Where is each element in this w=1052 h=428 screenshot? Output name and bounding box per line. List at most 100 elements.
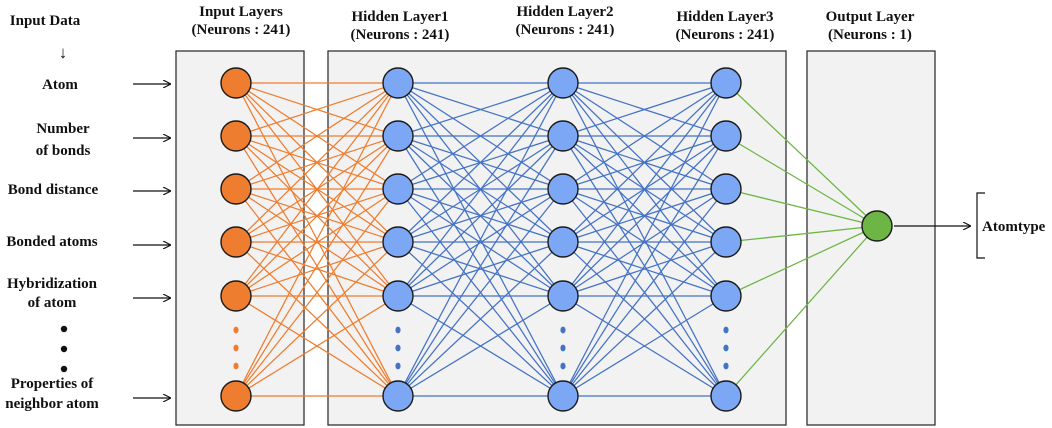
connection-line xyxy=(235,82,399,243)
down-arrow-icon: ↓ xyxy=(59,43,68,62)
output-connection-line xyxy=(725,225,878,243)
input-neuron xyxy=(220,173,252,205)
hidden-neuron xyxy=(547,380,579,412)
connection-line xyxy=(235,135,399,297)
connection-line xyxy=(562,241,727,397)
hidden-neuron xyxy=(382,67,414,99)
output-neuron xyxy=(861,210,893,242)
hidden-neuron xyxy=(382,226,414,258)
hidden-neuron xyxy=(382,380,414,412)
ellipsis-dot xyxy=(60,365,68,373)
ellipsis-dot xyxy=(60,345,68,353)
output-connection-line xyxy=(725,82,878,227)
connection-line xyxy=(235,241,399,297)
connection-line xyxy=(562,241,727,297)
layer-ellipsis-dot xyxy=(723,362,729,370)
input-neuron xyxy=(220,120,252,152)
layer-ellipsis-dot xyxy=(395,326,401,334)
layer-title-input: Input Layers xyxy=(199,4,283,20)
layer-neurons-hidden2: (Neurons : 241) xyxy=(516,22,615,38)
connection-line xyxy=(397,135,564,397)
connection-line xyxy=(562,188,727,397)
connection-line xyxy=(397,295,564,397)
layer-ellipsis-dot xyxy=(233,362,239,370)
connection-line xyxy=(235,188,399,397)
hidden-neuron xyxy=(710,173,742,205)
input-label-bond-distance: Bond distance xyxy=(8,182,99,198)
hidden-neuron xyxy=(382,280,414,312)
connection-line xyxy=(235,295,399,397)
layer-ellipsis-dot xyxy=(723,344,729,352)
layer-title-hidden2: Hidden Layer2 xyxy=(516,4,613,20)
input-neuron xyxy=(220,226,252,258)
hidden-neuron xyxy=(547,280,579,312)
connection-line xyxy=(562,135,727,297)
connection-line xyxy=(562,188,727,297)
layer-ellipsis-dot xyxy=(233,344,239,352)
input-label-bonds-line1: Number xyxy=(36,121,90,137)
layer-neurons-hidden1: (Neurons : 241) xyxy=(351,27,450,43)
layer-ellipsis-dot xyxy=(560,326,566,334)
layer-ellipsis-dot xyxy=(560,362,566,370)
input-data-label: Input Data xyxy=(10,13,81,29)
ellipsis-dot xyxy=(60,325,68,333)
hidden-neuron xyxy=(382,120,414,152)
connection-line xyxy=(235,82,399,297)
connection-line xyxy=(397,188,564,397)
connection-line xyxy=(235,188,399,297)
hidden-neuron xyxy=(382,173,414,205)
hidden-neuron xyxy=(547,173,579,205)
layer-ellipsis-dot xyxy=(395,344,401,352)
hidden-neuron xyxy=(710,280,742,312)
connection-line xyxy=(562,82,727,243)
hidden-neuron xyxy=(710,226,742,258)
connection-line xyxy=(235,82,399,137)
hidden-neuron xyxy=(710,67,742,99)
output-bracket xyxy=(976,192,985,259)
output-connection-line xyxy=(725,135,878,227)
hidden-neuron xyxy=(547,67,579,99)
output-connection-line xyxy=(725,225,878,397)
hidden-neuron xyxy=(547,120,579,152)
layer-title-output: Output Layer xyxy=(826,9,915,25)
connection-line xyxy=(397,188,564,297)
connection-line xyxy=(562,135,727,397)
output-connection-line xyxy=(725,188,878,227)
layer-ellipsis-dot xyxy=(395,362,401,370)
layer-title-hidden1: Hidden Layer1 xyxy=(351,9,448,25)
input-label-neighbor-line1: Properties of xyxy=(11,376,95,392)
hidden-neuron xyxy=(710,380,742,412)
connection-line xyxy=(397,82,564,297)
layer-ellipsis-dot xyxy=(560,344,566,352)
connection-line xyxy=(397,135,564,297)
input-neuron xyxy=(220,380,252,412)
input-label-hybrid-line2: of atom xyxy=(28,295,77,311)
layer-ellipsis-dot xyxy=(723,326,729,334)
connection-line xyxy=(397,82,564,397)
connection-line xyxy=(235,135,399,397)
connection-line xyxy=(397,241,564,397)
input-label-bonded-atoms: Bonded atoms xyxy=(6,234,97,250)
input-label-neighbor-line2: neighbor atom xyxy=(5,396,99,412)
connection-line xyxy=(397,82,564,243)
connection-line xyxy=(235,82,399,190)
connection-line xyxy=(562,295,727,397)
connection-line xyxy=(562,82,727,297)
input-label-bonds-line2: of bonds xyxy=(36,143,91,159)
layer-ellipsis-dot xyxy=(233,326,239,334)
connection-line xyxy=(397,241,564,297)
input-neuron xyxy=(220,67,252,99)
input-neuron xyxy=(220,280,252,312)
connection-line xyxy=(562,82,727,190)
layer-title-hidden3: Hidden Layer3 xyxy=(676,9,773,25)
input-label-hybrid-line1: Hybridization xyxy=(7,276,98,292)
layer-neurons-output: (Neurons : 1) xyxy=(828,27,912,43)
output-label: Atomtype xyxy=(982,219,1046,235)
connection-line xyxy=(397,82,564,137)
connection-line xyxy=(562,82,727,397)
hidden-neuron xyxy=(547,226,579,258)
input-label-atom: Atom xyxy=(42,77,78,93)
output-connection-line xyxy=(725,225,878,297)
connection-line xyxy=(397,82,564,190)
